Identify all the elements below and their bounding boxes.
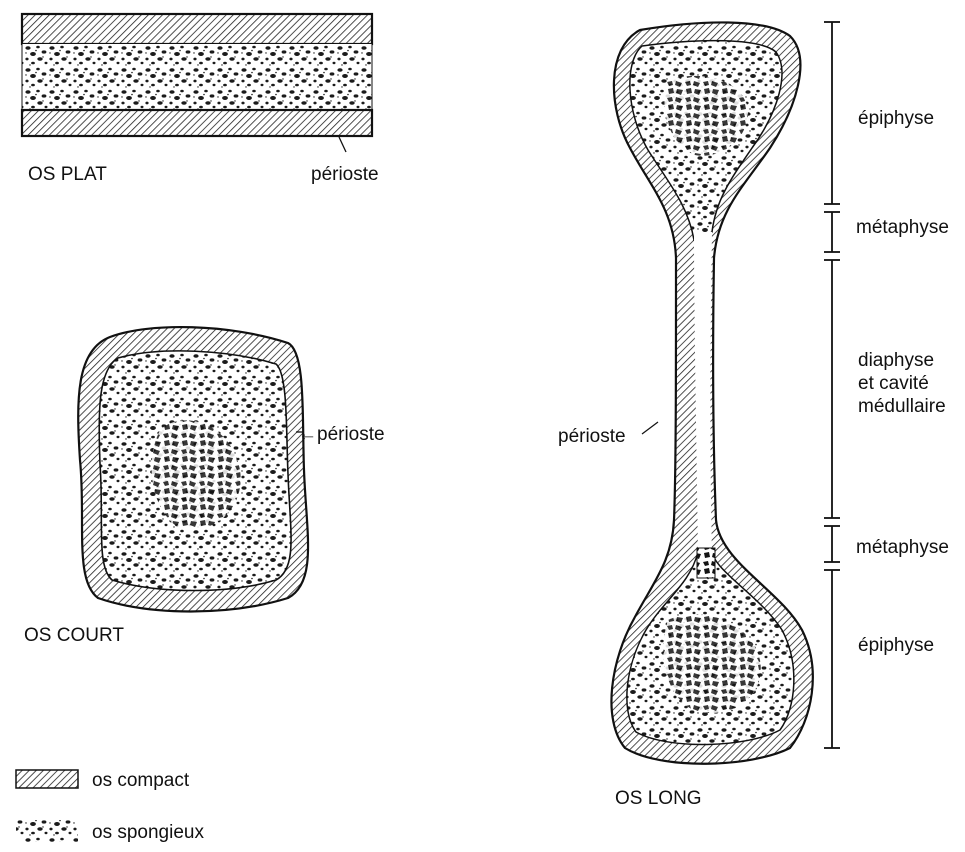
- long-bone-periosteum-label: périoste: [558, 426, 626, 447]
- zone-label-diaphysis-line3: médullaire: [858, 396, 946, 417]
- legend-spongy-label: os spongieux: [92, 822, 204, 843]
- short-bone: ←périoste OS COURT: [24, 327, 385, 646]
- short-bone-title: OS COURT: [24, 625, 124, 646]
- short-bone-periosteum-label: ←périoste: [298, 424, 385, 445]
- zone-label-epiphysis-bottom: épiphyse: [858, 635, 934, 656]
- legend-compact-swatch: [16, 770, 78, 788]
- flat-bone-spongy-layer: [22, 44, 372, 110]
- long-bone: périoste OS LONG: [558, 22, 813, 809]
- zone-label-diaphysis-line1: diaphyse: [858, 350, 934, 371]
- flat-bone-periosteum-label: périoste: [311, 164, 379, 185]
- legend-compact-label: os compact: [92, 770, 190, 791]
- legend-spongy-swatch: [16, 820, 78, 842]
- flat-bone-title: OS PLAT: [28, 164, 107, 185]
- zone-label-diaphysis-line2: et cavité: [858, 373, 929, 394]
- zone-label-metaphysis-bottom: métaphyse: [856, 537, 949, 558]
- flat-bone-compact-top: [22, 14, 372, 44]
- long-bone-periosteum-pointer: [642, 422, 658, 434]
- zone-label-metaphysis-top: métaphyse: [856, 217, 949, 238]
- flat-bone-compact-bottom: [22, 110, 372, 136]
- flat-bone-periosteum-pointer: [339, 137, 346, 152]
- flat-bone: OS PLAT périoste: [22, 14, 379, 185]
- zone-label-epiphysis-top: épiphyse: [858, 108, 934, 129]
- long-bone-title: OS LONG: [615, 788, 702, 809]
- legend: os compact os spongieux: [16, 770, 204, 843]
- long-bone-zone-scale: [824, 22, 840, 748]
